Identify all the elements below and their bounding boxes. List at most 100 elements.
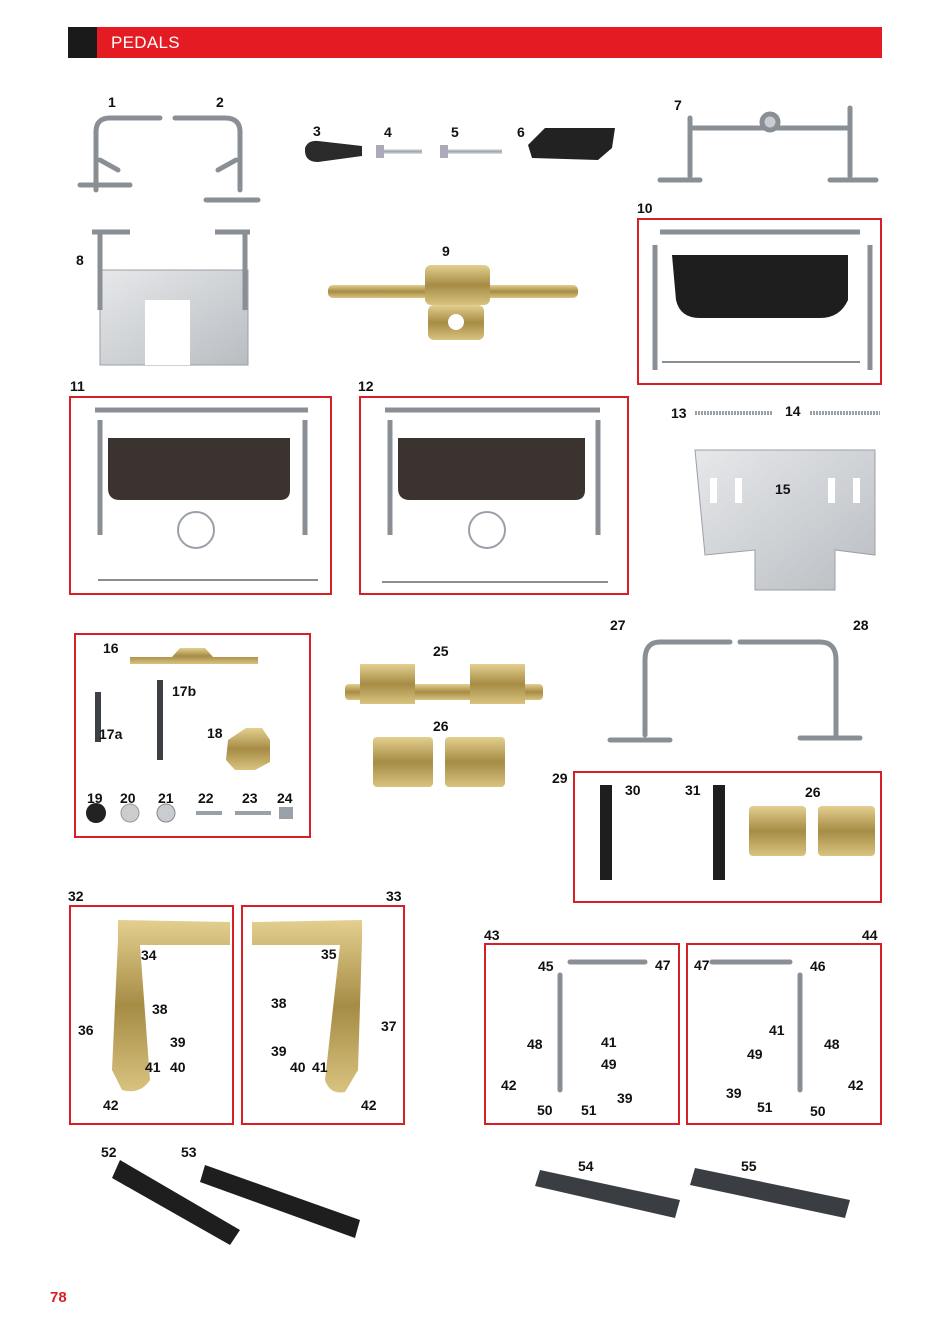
header-bar (97, 27, 882, 58)
label-35: 35 (321, 946, 337, 962)
label-32: 32 (68, 888, 84, 904)
label-9: 9 (442, 243, 450, 259)
label-51a: 51 (581, 1102, 597, 1118)
label-50a: 50 (537, 1102, 553, 1118)
frame-10 (637, 218, 882, 385)
label-42b: 42 (361, 1097, 377, 1113)
part-3-rubber-cap (305, 140, 362, 162)
label-15: 15 (775, 481, 791, 497)
page-title: PEDALS (111, 33, 180, 52)
label-6: 6 (517, 124, 525, 140)
label-26a: 26 (433, 718, 449, 734)
label-30: 30 (625, 782, 641, 798)
part-30-bracket (600, 785, 612, 880)
label-25: 25 (433, 643, 449, 659)
label-8: 8 (76, 252, 84, 268)
label-34: 34 (141, 947, 157, 963)
part-22 (196, 811, 222, 815)
label-44: 44 (862, 927, 878, 943)
label-10: 10 (637, 200, 653, 216)
part-11-assembly (95, 407, 318, 581)
part-19 (86, 803, 106, 823)
label-17b: 17b (172, 683, 197, 699)
label-37: 37 (381, 1018, 397, 1034)
label-4: 4 (384, 124, 392, 140)
label-2: 2 (216, 94, 224, 110)
label-41c: 41 (601, 1034, 617, 1050)
frame-43 (484, 943, 680, 1125)
label-13: 13 (671, 405, 687, 421)
label-47b: 47 (694, 957, 710, 973)
label-31: 31 (685, 782, 701, 798)
part-10-assembly (652, 229, 873, 370)
frame-11 (69, 396, 332, 595)
label-49b: 49 (747, 1046, 763, 1062)
part-2-pedal-arm (172, 115, 261, 203)
label-22: 22 (198, 790, 214, 806)
label-46: 46 (810, 958, 826, 974)
label-11: 11 (70, 378, 85, 394)
frame-16-24 (74, 633, 311, 838)
label-41a: 41 (145, 1059, 161, 1075)
part-54-55-brackets (535, 1168, 850, 1218)
label-48a: 48 (527, 1036, 543, 1052)
label-23: 23 (242, 790, 258, 806)
label-49a: 49 (601, 1056, 617, 1072)
label-50b: 50 (810, 1103, 826, 1119)
label-52: 52 (101, 1144, 117, 1160)
label-54: 54 (578, 1158, 594, 1174)
label-47a: 47 (655, 957, 671, 973)
part-17a-rod (95, 692, 101, 742)
label-5: 5 (451, 124, 459, 140)
label-45: 45 (538, 958, 554, 974)
part-35-gold-pedal (252, 920, 362, 1093)
part-4-pin (376, 145, 422, 158)
label-1: 1 (108, 94, 116, 110)
part-25-bar-plates (345, 664, 543, 704)
part-24 (279, 807, 293, 819)
label-14: 14 (785, 403, 801, 419)
part-21 (156, 803, 176, 823)
label-36: 36 (78, 1022, 94, 1038)
label-24: 24 (277, 790, 293, 806)
part-16-gold-bar (130, 648, 258, 664)
part-31-bracket (713, 785, 725, 880)
part-9-gold-bar (328, 265, 578, 340)
label-40a: 40 (170, 1059, 186, 1075)
label-39a: 39 (170, 1034, 186, 1050)
part-26-plates (373, 737, 875, 856)
label-3: 3 (313, 123, 321, 139)
part-12-assembly (382, 407, 608, 583)
label-39b: 39 (271, 1043, 287, 1059)
header-black-block (68, 27, 97, 58)
label-20: 20 (120, 790, 136, 806)
label-41b: 41 (312, 1059, 328, 1075)
label-7: 7 (674, 97, 682, 113)
label-19: 19 (87, 790, 103, 806)
label-17a: 17a (99, 726, 123, 742)
part-23 (235, 811, 271, 815)
part-17b-rod (157, 680, 163, 760)
label-28: 28 (853, 617, 869, 633)
frame-44 (686, 943, 882, 1125)
label-42a: 42 (103, 1097, 119, 1113)
label-42c: 42 (501, 1077, 517, 1093)
label-42d: 42 (848, 1077, 864, 1093)
part-7-pedal-assembly (657, 105, 879, 183)
part-45-46-pedals (557, 959, 803, 1093)
frame-33 (241, 905, 405, 1125)
part-18-block (226, 728, 270, 770)
label-39d: 39 (726, 1085, 742, 1101)
part-27-28-pedals (607, 639, 863, 743)
label-33: 33 (386, 888, 402, 904)
label-55: 55 (741, 1158, 757, 1174)
label-16: 16 (103, 640, 119, 656)
label-48b: 48 (824, 1036, 840, 1052)
label-12: 12 (358, 378, 374, 394)
label-53: 53 (181, 1144, 197, 1160)
label-39c: 39 (617, 1090, 633, 1106)
label-27: 27 (610, 617, 626, 633)
label-38b: 38 (271, 995, 287, 1011)
part-52-53-brackets (112, 1160, 360, 1245)
